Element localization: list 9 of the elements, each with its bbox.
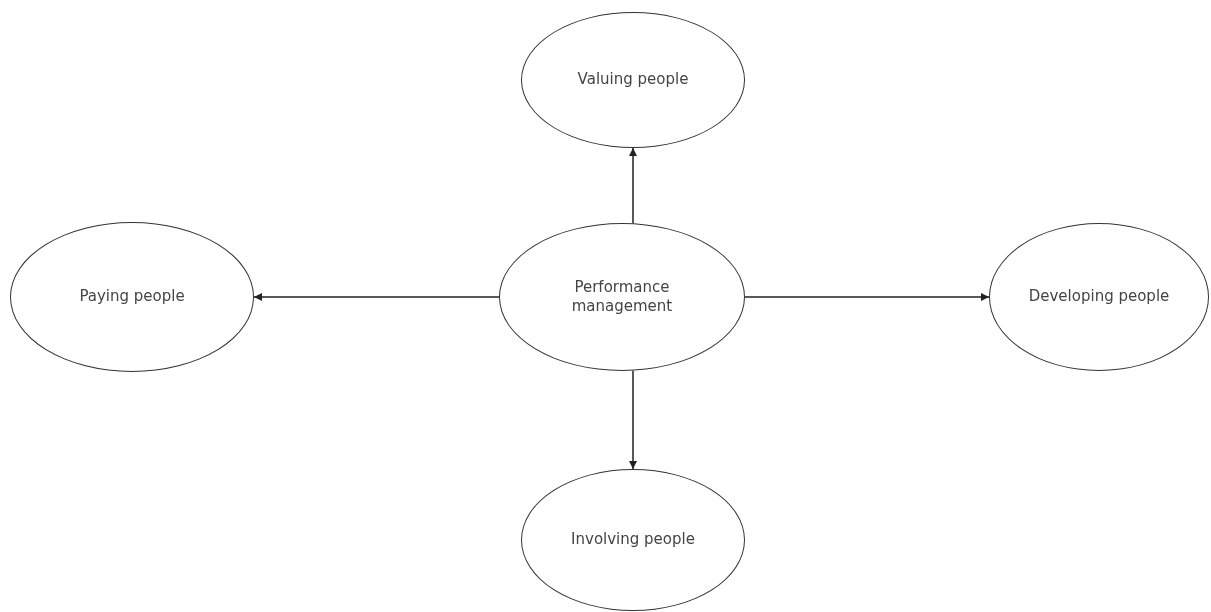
node-label: Developing people [1028,287,1170,307]
arrow [629,369,637,470]
node-label: Involving people [571,530,695,550]
arrow [744,293,990,301]
node-label: Performance management [570,277,674,317]
arrow [629,147,637,225]
node-label: Paying people [79,287,185,307]
node-label: Valuing people [577,70,689,90]
arrow [253,293,500,301]
